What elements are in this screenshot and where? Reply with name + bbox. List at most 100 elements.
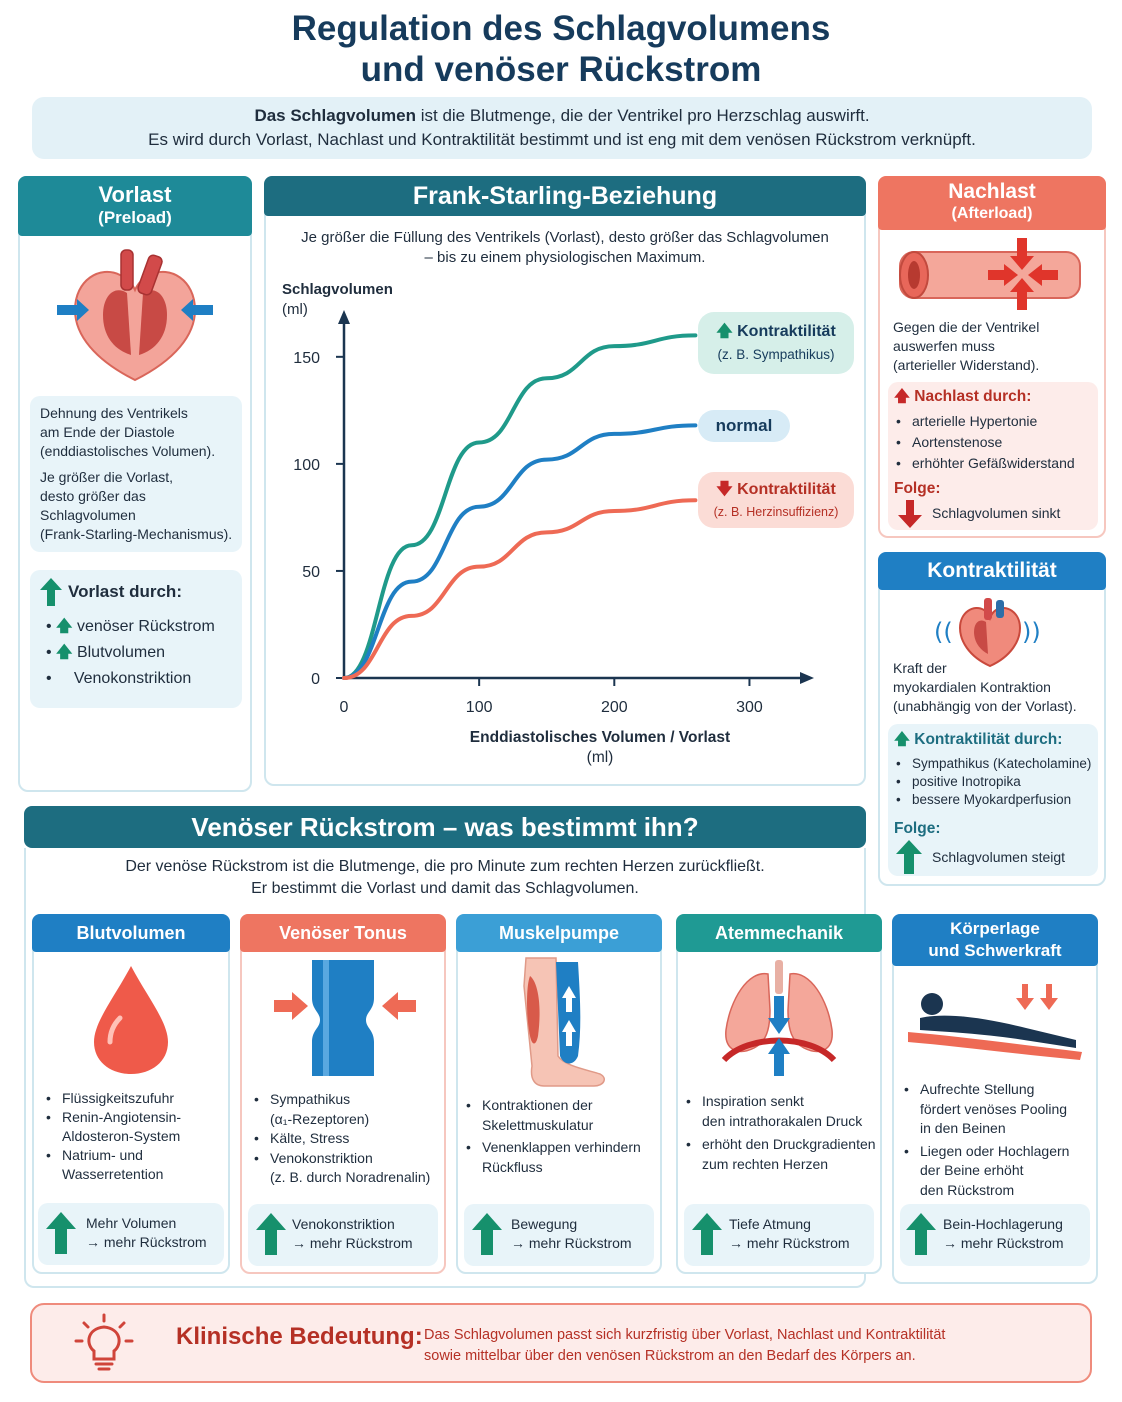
frank-desc-1: Je größer die Füllung des Ventrikels (Vo…	[301, 229, 829, 246]
kontraktilitaet-cause-list: Sympathikus (Katecholamine) positive Ino…	[896, 755, 1091, 809]
series-line-1	[342, 423, 698, 680]
result-line: Tiefe Atmung	[729, 1216, 811, 1232]
x-axis-label: Enddiastolisches Volumen / Vorlast (ml)	[400, 728, 800, 768]
list-item-text: Rückfluss	[482, 1158, 543, 1175]
list-item: Venokonstriktion (z. B. durch Noradrenali…	[254, 1149, 431, 1188]
list-item: Aortenstenose	[896, 432, 1075, 453]
list-item-text: fördert venöses Pooling	[920, 1100, 1068, 1117]
svg-text:)): ))	[1022, 618, 1041, 646]
list-item: positive Inotropika	[896, 773, 1091, 791]
nachlast-desc-line: Gegen die der Ventrikel	[893, 319, 1040, 335]
list-item-text: (α₁-Rezeptoren)	[270, 1110, 370, 1127]
factor-result	[248, 1204, 438, 1266]
lightbulb-icon	[74, 1313, 134, 1371]
list-item-text: den Rückstrom	[920, 1181, 1015, 1198]
vorlast-header: Vorlast (Preload)	[18, 176, 252, 236]
y-tick-label: 100	[293, 457, 320, 474]
list-item: Kälte, Stress	[254, 1129, 430, 1149]
intro-box: Das Schlagvolumen ist die Blutmenge, die…	[32, 97, 1092, 159]
list-item-text: (z. B. durch Noradrenalin)	[270, 1169, 431, 1185]
factor-title: Blutvolumen	[32, 914, 230, 952]
x-axis-label-line: Enddiastolisches Volumen / Vorlast	[469, 729, 731, 746]
list-item-text: Skelettmuskulatur	[482, 1116, 594, 1133]
list-item-text: Sympathikus	[270, 1091, 351, 1107]
vorlast-desc-1: Dehnung des Ventrikels am Ende der Diast…	[40, 404, 240, 461]
list-item: • Venokonstriktion	[46, 670, 192, 687]
vorlast-desc-1-line: Dehnung des Ventrikels	[40, 405, 188, 421]
factor-result	[684, 1204, 874, 1266]
result-line: → mehr Rückstrom	[511, 1235, 632, 1251]
list-item-text: Venokonstriktion	[73, 670, 192, 687]
arrow-up-icon	[906, 1213, 936, 1255]
clinical-line-2: sowie mittelbar über den venösen Rückstr…	[424, 1348, 916, 1364]
list-item-text: Flüssigkeitszufuhr	[62, 1090, 175, 1106]
arrow-up-icon	[46, 1212, 76, 1254]
list-item-text: venöser Rückstrom	[76, 618, 215, 635]
vorlast-desc-2-line: Schlagvolumen	[40, 507, 136, 523]
list-item-text: erhöht den Druckgradienten	[702, 1136, 876, 1152]
list-item-text: Aldosteron-System	[62, 1128, 181, 1144]
nachlast-box-title-row: 🡅 Nachlast durch:	[894, 388, 1032, 405]
factor-title: Muskelpumpe	[456, 914, 662, 952]
factor-title: Venöser Tonus	[240, 914, 446, 952]
result-line: → mehr Rückstrom	[86, 1234, 207, 1250]
list-item: • 🡅 Blutvolumen	[46, 644, 165, 661]
x-tick-label: 100	[466, 699, 493, 716]
nachlast-header: Nachlast (Afterload)	[878, 176, 1106, 230]
nachlast-subtitle: (Afterload)	[951, 205, 1033, 222]
result-line: → mehr Rückstrom	[729, 1235, 850, 1251]
y-axis-label: Schlagvolumen (ml)	[282, 280, 393, 320]
factor-title-line: Körperlage	[950, 919, 1040, 938]
list-item: • 🡅 venöser Rückstrom	[46, 618, 215, 635]
result-line: → mehr Rückstrom	[292, 1235, 413, 1251]
x-axis-arrow	[800, 672, 814, 684]
vorlast-desc-1-line: (enddiastolisches Volumen).	[40, 443, 216, 459]
vorlast-subtitle: (Preload)	[98, 208, 172, 227]
frank-desc: Je größer die Füllung des Ventrikels (Vo…	[264, 228, 866, 268]
list-item-text: zum rechten Herzen	[702, 1155, 829, 1172]
vorlast-desc-2-line: desto größer das	[40, 488, 146, 504]
y-axis-arrow	[338, 310, 350, 324]
result-line: → mehr Rückstrom	[943, 1235, 1064, 1251]
pill-contractility-down: 🡇 Kontraktilität (z. B. Herzinsuffizienz…	[698, 472, 854, 528]
arrow-up-icon	[40, 578, 62, 606]
vorlast-title: Vorlast	[98, 182, 172, 207]
y-axis-label-unit: (ml)	[282, 301, 308, 318]
vorlast-desc-2-line: (Frank-Starling-Mechanismus).	[40, 526, 233, 542]
list-item-text: Blutvolumen	[76, 644, 165, 661]
factor-title: Atemmechanik	[676, 914, 882, 952]
clinical-line-1: Das Schlagvolumen passt sich kurzfristig…	[424, 1327, 946, 1343]
factor-items: Sympathikus (α₁-Rezeptoren) Kälte, Stress…	[254, 1090, 431, 1188]
pill-up-sub: (z. B. Sympathikus)	[717, 347, 835, 362]
clinical-text: Das Schlagvolumen passt sich kurzfristig…	[424, 1325, 945, 1367]
arrow-up-icon	[472, 1213, 502, 1255]
vorlast-box-title: Vorlast durch:	[68, 582, 182, 601]
vorlast-desc-1-line: am Ende der Diastole	[40, 424, 175, 440]
vein-constriction-icon	[274, 960, 416, 1076]
lungs-diaphragm-icon	[721, 960, 837, 1076]
pill-down-sub: (z. B. Herzinsuffizienz)	[713, 505, 839, 519]
list-item-text: Inspiration senkt	[702, 1093, 804, 1109]
factor-result-text: Tiefe Atmung → mehr Rückstrom	[729, 1215, 850, 1253]
kontraktilitaet-desc-line: Kraft der	[893, 660, 947, 676]
intro-bold: Das Schlagvolumen	[254, 106, 416, 125]
kontraktilitaet-box-title: Kontraktilität durch:	[914, 731, 1063, 748]
list-item-text: Venokonstriktion	[270, 1149, 373, 1166]
nachlast-title: Nachlast	[948, 180, 1036, 203]
x-axis-label-unit: (ml)	[586, 749, 614, 766]
nachlast-folge-text: Schlagvolumen sinkt	[932, 505, 1061, 521]
list-item: Renin-Angiotensin-Aldosteron-System	[46, 1108, 181, 1146]
venous-desc-1: Der venöse Rückstrom ist die Blutmenge, …	[125, 858, 765, 875]
kontraktilitaet-folge-label: Folge:	[894, 820, 941, 837]
factor-result-text: Bein-Hochlagerung → mehr Rückstrom	[943, 1215, 1064, 1253]
series-line-2	[342, 498, 698, 680]
x-tick-label: 200	[601, 699, 628, 716]
list-item-text: in den Beinen	[920, 1120, 1006, 1136]
venous-desc: Der venöse Rückstrom ist die Blutmenge, …	[24, 856, 866, 900]
vorlast-cause-box	[30, 570, 242, 708]
result-line: Bein-Hochlagerung	[943, 1216, 1063, 1232]
